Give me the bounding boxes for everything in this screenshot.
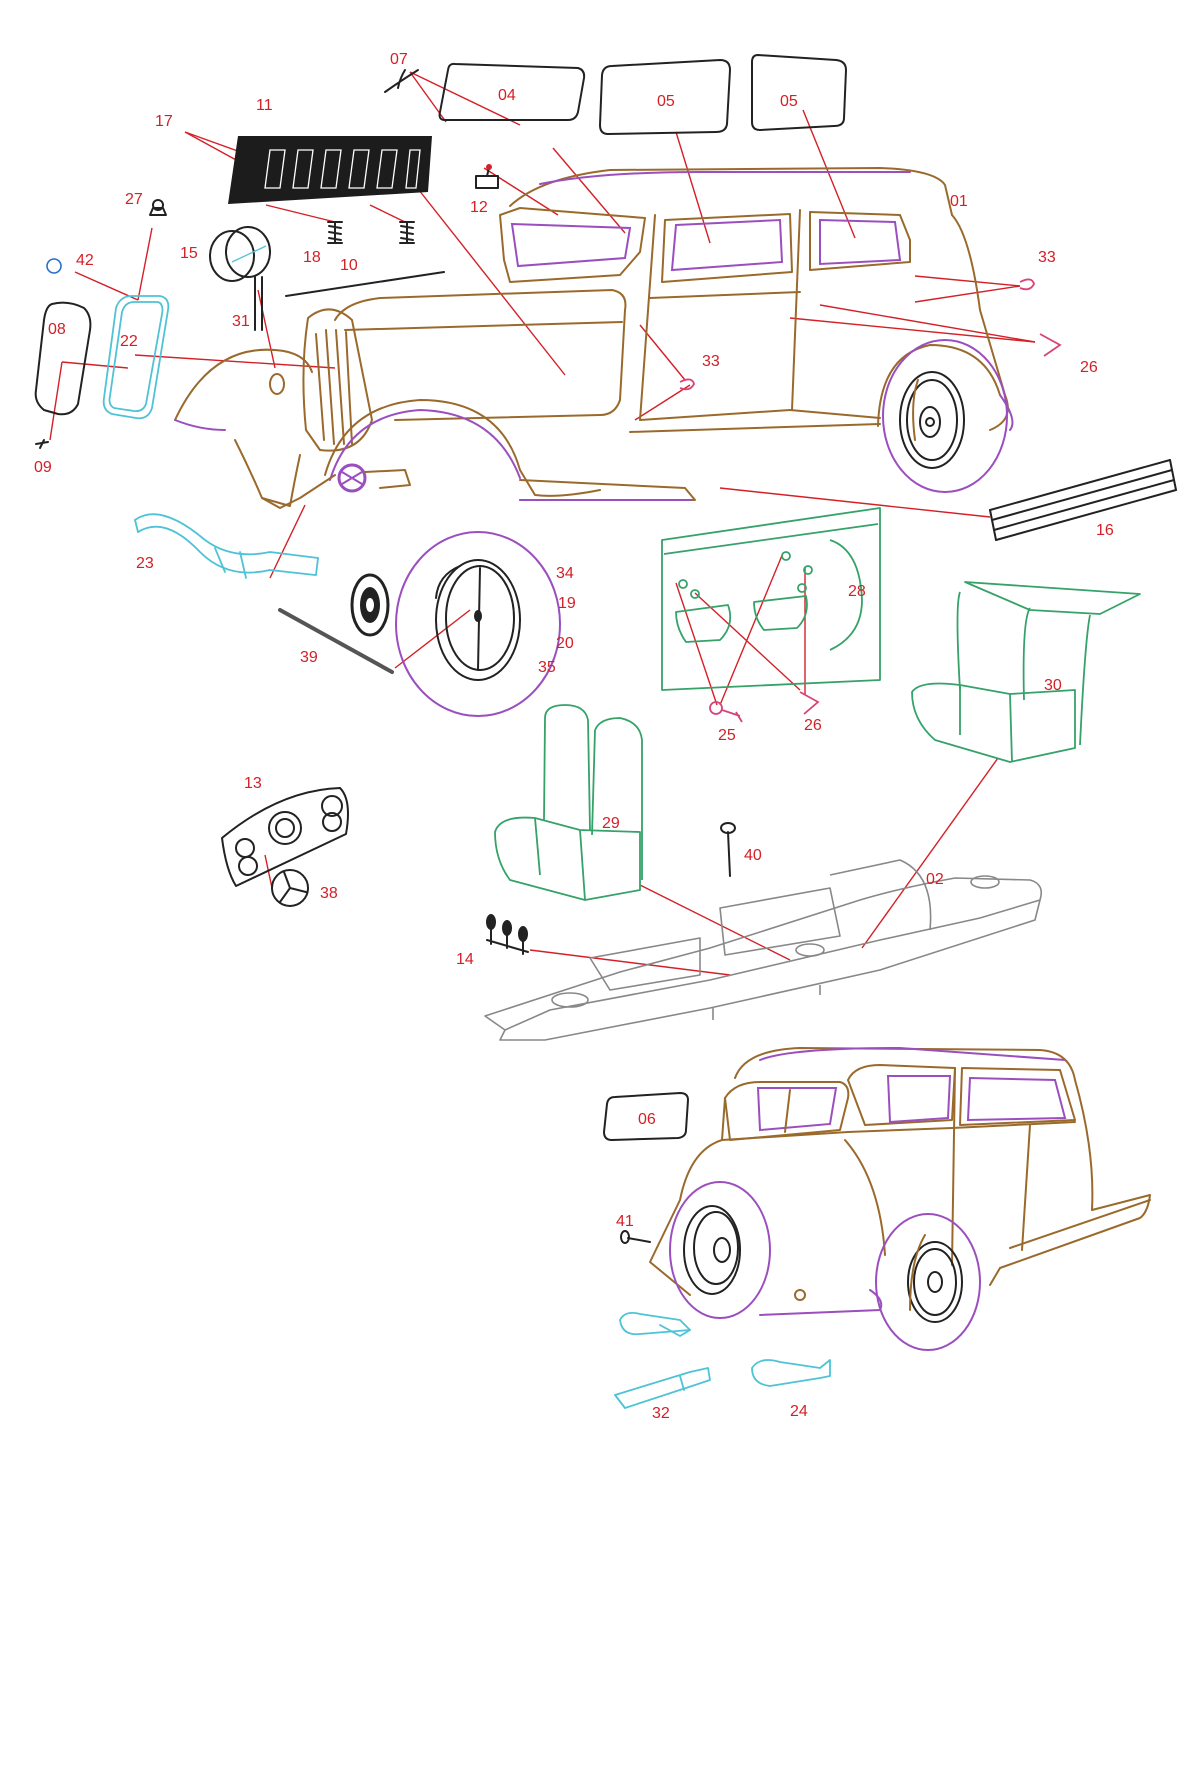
wiper-07 (384, 69, 419, 93)
glass-parts (384, 54, 847, 1141)
exhaust-23 (134, 513, 319, 579)
trim-16 (989, 459, 1177, 541)
axle-39 (278, 608, 394, 674)
label-01: 01 (950, 193, 968, 210)
label-32: 32 (652, 1405, 670, 1422)
bar-10 (285, 271, 445, 297)
dashboard-13 (221, 787, 349, 887)
label-34: 34 (556, 565, 574, 582)
chassis-02 (484, 859, 1043, 1041)
knob-27 (149, 199, 167, 216)
label-04: 04 (498, 87, 516, 104)
part-labels: 07 04 05 05 11 17 27 12 01 15 18 10 42 3… (34, 51, 1114, 1422)
side-glass-05-a (599, 59, 731, 135)
label-20: 20 (556, 635, 574, 652)
leader-lines (49, 71, 1036, 976)
pedals-14 (486, 914, 529, 955)
label-42: 42 (76, 252, 94, 269)
label-11: 11 (256, 97, 273, 114)
windshield-04 (438, 62, 586, 121)
label-15: 15 (180, 245, 198, 262)
headlamp-15 (209, 226, 271, 331)
door-panel-08 (34, 301, 92, 449)
seat-29 (494, 704, 643, 901)
label-19: 19 (558, 595, 576, 612)
label-30: 30 (1044, 677, 1062, 694)
label-12: 12 (470, 199, 488, 216)
label-09: 09 (34, 459, 52, 476)
label-28: 28 (848, 583, 866, 600)
label-08: 08 (48, 321, 66, 338)
label-38: 38 (320, 885, 338, 902)
label-33-a: 33 (1038, 249, 1056, 266)
label-31: 31 (232, 313, 250, 330)
label-10: 10 (340, 257, 358, 274)
mirror-12 (475, 164, 499, 189)
label-07: 07 (390, 51, 408, 68)
label-23: 23 (136, 555, 154, 572)
label-22: 22 (120, 333, 138, 350)
label-40: 40 (744, 847, 762, 864)
label-24: 24 (790, 1403, 808, 1420)
grille-11 (228, 136, 432, 204)
ring-42 (46, 258, 62, 274)
gasket-22 (102, 295, 170, 420)
seat-30 (911, 581, 1141, 763)
pin-40 (720, 822, 736, 877)
label-33-b: 33 (702, 353, 720, 370)
rear-glass-06 (603, 1092, 689, 1141)
label-05-a: 05 (657, 93, 675, 110)
bolts-18 (327, 221, 415, 244)
label-39: 39 (300, 649, 318, 666)
label-35: 35 (538, 659, 556, 676)
exhaust-parts (614, 1311, 831, 1409)
label-05-b: 05 (780, 93, 798, 110)
label-02: 02 (926, 871, 944, 888)
label-17: 17 (155, 113, 173, 130)
chevrons-26 (799, 333, 1062, 715)
car-front-view (174, 167, 1014, 509)
label-14: 14 (456, 951, 474, 968)
label-25: 25 (718, 727, 736, 744)
handle-25 (709, 701, 743, 723)
label-27: 27 (125, 191, 143, 208)
label-18: 18 (303, 249, 321, 266)
car-rear-view (649, 1046, 1151, 1351)
label-29: 29 (602, 815, 620, 832)
label-16: 16 (1096, 522, 1114, 539)
bolt-41 (620, 1230, 651, 1244)
wheel-assembly (350, 531, 561, 717)
label-41: 41 (616, 1213, 634, 1230)
label-26-b: 26 (804, 717, 822, 734)
pins-33 (679, 278, 1035, 391)
label-06: 06 (638, 1111, 656, 1128)
door-panel-28 (661, 507, 881, 691)
label-13: 13 (244, 775, 262, 792)
steering-wheel-38 (271, 869, 309, 907)
side-glass-05-b (751, 54, 847, 131)
label-26-a: 26 (1080, 359, 1098, 376)
